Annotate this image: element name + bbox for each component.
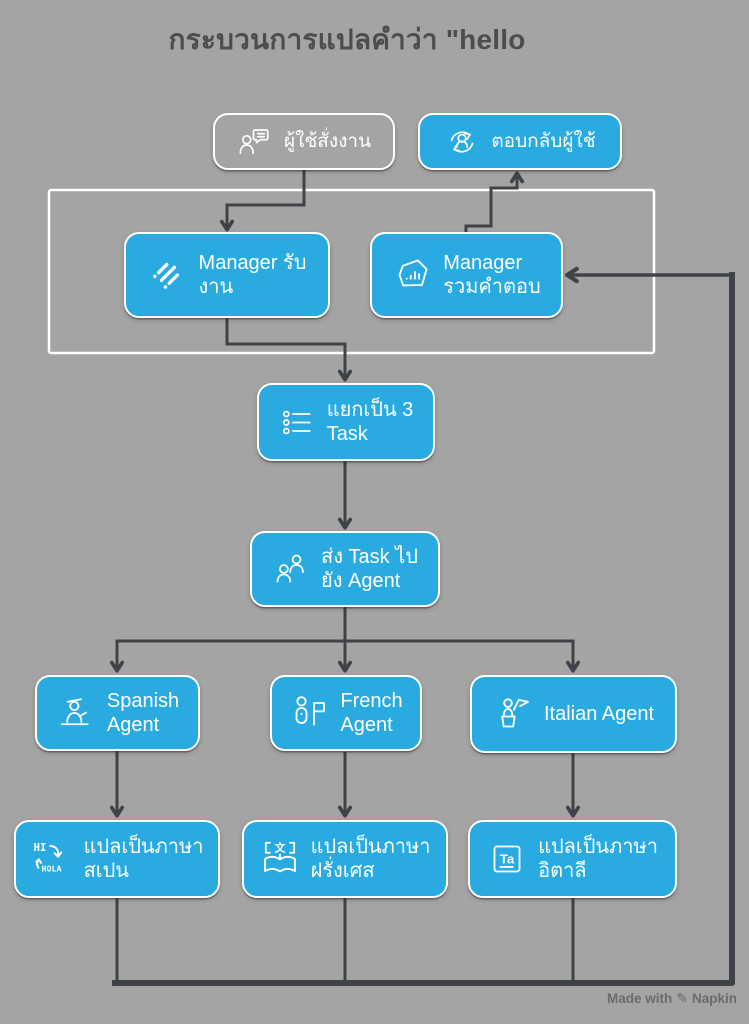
node-spanish-agent: Spanish Agent [35,675,200,751]
node-translate-italian: Ta แปลเป็นภาษา อิตาลี [468,820,677,898]
node-translate-spanish: HI HOLA แปลเป็นภาษา สเปน [14,820,220,898]
svg-text:文: 文 [274,841,285,855]
node-manager-receive: Manager รับ งาน [124,232,330,318]
node-label: แปลเป็นภาษา สเปน [83,835,204,882]
node-label: Manager รวมคำตอบ [443,251,541,298]
edge-feedback-loop [112,272,735,986]
node-send-tasks: ส่ง Task ไป ยัง Agent [250,531,440,607]
svg-text:HOLA: HOLA [41,863,61,873]
node-label: ตอบกลับผู้ใช้ [491,130,596,152]
watermark-brand: Napkin [691,991,737,1006]
ta-translate-icon: Ta [487,839,527,879]
node-label: Spanish Agent [106,689,180,736]
edge-send-bus [115,605,575,643]
node-manager-combine: Manager รวมคำตอบ [370,232,563,318]
book-translate-icon: 文 [260,839,300,879]
edge-manager-to-split [225,318,353,382]
node-label: Italian Agent [543,702,655,725]
hi-hola-icon: HI HOLA [31,838,73,880]
two-people-icon [272,550,310,588]
watermark-prefix: Made with [606,991,673,1006]
podium-flag-icon [493,694,533,734]
node-translate-french: 文 แปลเป็นภาษา ฝรั่งเศส [242,820,448,898]
node-italian-agent: Italian Agent [470,675,677,753]
svg-text:Ta: Ta [500,852,515,867]
node-label: Manager รับ งาน [198,251,307,298]
edge-user-to-manager [219,170,306,232]
node-reply-user: ตอบกลับผู้ใช้ [418,113,622,170]
node-label: แปลเป็นภาษา อิตาลี [538,835,658,882]
node-label: ส่ง Task ไป ยัง Agent [321,545,418,592]
matador-icon [56,693,96,733]
person-flag-icon [289,693,329,733]
napkin-pen-icon: ✎ [676,990,688,1006]
edge-translate-drops [115,898,575,981]
person-chat-icon [237,124,273,160]
node-label: แปลเป็นภาษา ฝรั่งเศส [310,835,431,882]
node-label: French Agent [340,689,403,736]
node-split-tasks: แยกเป็น 3 Task [257,383,435,461]
pentagon-chart-icon [392,255,432,295]
tilted-list-icon [148,255,188,295]
edge-combine-to-reply [464,171,525,232]
svg-text:HI: HI [33,842,46,854]
task-list-icon [279,404,316,441]
node-label: ผู้ใช้สั่งงาน [283,130,372,152]
node-label: แยกเป็น 3 Task [326,398,414,445]
napkin-watermark: Made with ✎ Napkin [607,990,737,1007]
node-french-agent: French Agent [270,675,422,751]
person-refresh-icon [444,124,480,160]
node-user-command: ผู้ใช้สั่งงาน [213,113,395,170]
manager-group-frame [47,188,656,355]
diagram-title: กระบวนการแปลคำว่า "hello [168,24,526,55]
